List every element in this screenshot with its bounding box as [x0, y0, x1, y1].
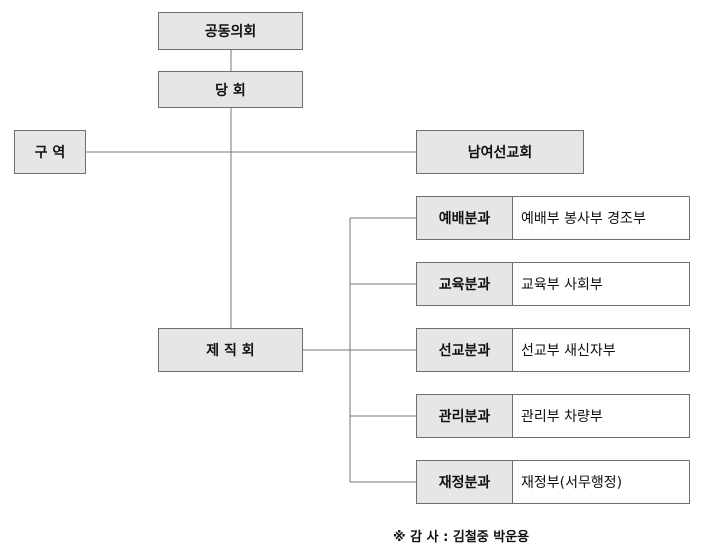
- division-mission-depts: 선교부 새신자부: [512, 328, 690, 372]
- mission-box: 남여선교회: [416, 130, 584, 174]
- session-box: 당 회: [158, 71, 303, 108]
- division-education-depts: 교육부 사회부: [512, 262, 690, 306]
- division-worship-depts: 예배부 봉사부 경조부: [512, 196, 690, 240]
- division-management-box: 관리분과: [416, 394, 513, 438]
- division-education-box: 교육분과: [416, 262, 513, 306]
- district-box: 구 역: [14, 130, 86, 174]
- division-management-depts: 관리부 차량부: [512, 394, 690, 438]
- auditor-note: ※ 감 사 : 김철중 박운용: [393, 530, 530, 545]
- division-mission-box: 선교분과: [416, 328, 513, 372]
- division-worship-box: 예배분과: [416, 196, 513, 240]
- division-finance-box: 재정분과: [416, 460, 513, 504]
- officers-box: 제 직 회: [158, 328, 303, 372]
- division-finance-depts: 재정부(서무행정): [512, 460, 690, 504]
- joint-council-box: 공동의회: [158, 12, 303, 50]
